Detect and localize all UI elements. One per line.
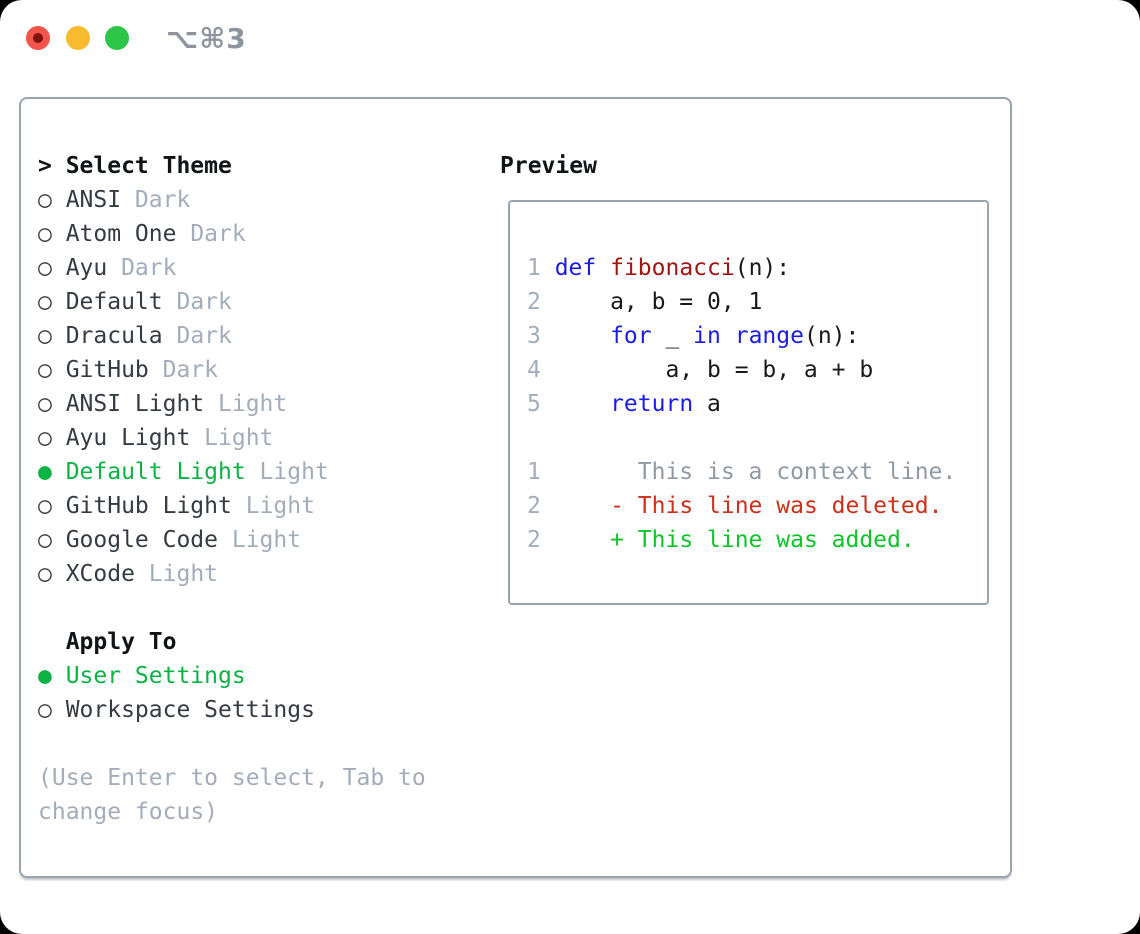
theme-option-dracula-dark[interactable]: ○ Dracula Dark [38, 319, 426, 353]
preview-line: 1 This is a context line. [527, 455, 977, 489]
radio-selected-icon: ● [38, 459, 52, 485]
theme-option-default-light-light[interactable]: ● Default Light Light [38, 455, 426, 489]
radio-icon: ○ [38, 527, 52, 553]
apply-option-label: Workspace Settings [65, 697, 315, 723]
line-number: 2 [527, 289, 541, 315]
theme-name: GitHub Light [65, 493, 232, 519]
theme-variant-tag: Light [245, 459, 329, 485]
theme-option-ayu-light-light[interactable]: ○ Ayu Light Light [38, 421, 426, 455]
apply-option-workspace-settings[interactable]: ○ Workspace Settings [38, 693, 426, 727]
theme-name: Default Light [65, 459, 246, 485]
theme-variant-tag: Dark [176, 221, 246, 247]
line-number: 2 [527, 493, 541, 519]
theme-option-ansi-dark[interactable]: ○ ANSI Dark [38, 183, 426, 217]
theme-variant-tag: Light [134, 561, 219, 587]
theme-variant-tag: Light [190, 425, 274, 451]
select-theme-title: Select Theme [65, 153, 232, 179]
theme-option-ayu-dark[interactable]: ○ Ayu Dark [38, 251, 426, 285]
radio-icon: ○ [38, 221, 52, 247]
apply-option-label: User Settings [65, 663, 246, 689]
theme-name: ANSI Light [65, 391, 205, 417]
theme-list-column: >Select Theme ○ANSI Dark○Atom One Dark○A… [38, 149, 426, 829]
minimize-button[interactable] [66, 26, 90, 50]
apply-to-title: Apply To [65, 629, 177, 655]
preview-line: 5 return a [527, 387, 977, 421]
preview-blank-line [527, 421, 977, 455]
theme-variant-tag: Dark [107, 255, 177, 281]
cursor-arrow-icon: > [38, 153, 52, 179]
theme-option-xcode-light[interactable]: ○ XCode Light [38, 557, 426, 591]
apply-to-header: Apply To [38, 625, 426, 659]
line-number: 5 [527, 391, 541, 417]
close-button[interactable] [26, 26, 50, 50]
window-title: ⌥⌘3 [166, 22, 247, 55]
theme-variant-tag: Light [231, 493, 315, 519]
theme-option-google-code-light[interactable]: ○ Google Code Light [38, 523, 426, 557]
line-number: 3 [527, 323, 541, 349]
radio-icon: ○ [38, 289, 52, 315]
theme-variant-tag: Dark [121, 187, 191, 213]
theme-variant-tag: Light [204, 391, 288, 417]
theme-variant-tag: Dark [162, 289, 232, 315]
theme-option-github-dark[interactable]: ○ GitHub Dark [38, 353, 426, 387]
line-number: 1 [527, 459, 541, 485]
radio-icon: ○ [38, 493, 52, 519]
radio-icon: ○ [38, 187, 52, 213]
theme-name: ANSI [65, 187, 122, 213]
theme-option-atom-one-dark[interactable]: ○ Atom One Dark [38, 217, 426, 251]
theme-options-list: ○ ANSI Dark ○ Atom One Dark ○ Ayu Dark ○ Defaul… [38, 183, 426, 591]
apply-option-user-settings[interactable]: ● User Settings [38, 659, 426, 693]
line-number: 4 [527, 357, 541, 383]
zoom-button[interactable] [105, 26, 129, 50]
theme-name: Ayu [65, 255, 108, 281]
theme-name: Default [65, 289, 163, 315]
preview-line: 2 - This line was deleted. [527, 489, 977, 523]
apply-to-section: Apply To ● User Settings ○ Workspace Settin… [38, 625, 426, 727]
line-number: 1 [527, 255, 541, 281]
theme-option-github-light-light[interactable]: ○ GitHub Light Light [38, 489, 426, 523]
theme-name: XCode [65, 561, 135, 587]
theme-name: Dracula [65, 323, 163, 349]
theme-option-ansi-light-light[interactable]: ○ ANSI Light Light [38, 387, 426, 421]
preview-column: Preview [500, 149, 597, 183]
select-theme-header: > Select Theme [38, 149, 426, 183]
hint-line-2: change focus) [38, 799, 219, 825]
theme-picker-panel: >Select Theme ○ANSI Dark○Atom One Dark○A… [19, 97, 1012, 878]
radio-icon: ○ [38, 391, 52, 417]
preview-header: Preview [500, 153, 597, 179]
theme-option-default-dark[interactable]: ○ Default Dark [38, 285, 426, 319]
apply-options-list: ● User Settings ○ Workspace Settings [38, 659, 426, 727]
preview-line: 4 a, b = b, a + b [527, 353, 977, 387]
keyboard-hint: (Use Enter to select, Tab to change focu… [38, 761, 426, 829]
radio-icon: ○ [38, 357, 52, 383]
theme-name: Ayu Light [65, 425, 191, 451]
preview-line: 2 + This line was added. [527, 523, 977, 557]
theme-variant-tag: Dark [148, 357, 219, 383]
theme-name: Google Code [65, 527, 219, 553]
radio-selected-icon: ● [38, 663, 52, 689]
theme-name: Atom One [65, 221, 177, 247]
hint-line-1: (Use Enter to select, Tab to [38, 765, 426, 791]
theme-variant-tag: Light [218, 527, 302, 553]
radio-icon: ○ [38, 323, 52, 349]
preview-line: 2 a, b = 0, 1 [527, 285, 977, 319]
radio-icon: ○ [38, 561, 52, 587]
radio-icon: ○ [38, 425, 52, 451]
line-number: 2 [527, 527, 541, 553]
theme-name: GitHub [65, 357, 149, 383]
radio-icon: ○ [38, 255, 52, 281]
radio-icon: ○ [38, 697, 52, 723]
preview-line: 3 for _ in range(n): [527, 319, 977, 353]
theme-variant-tag: Dark [162, 323, 232, 349]
